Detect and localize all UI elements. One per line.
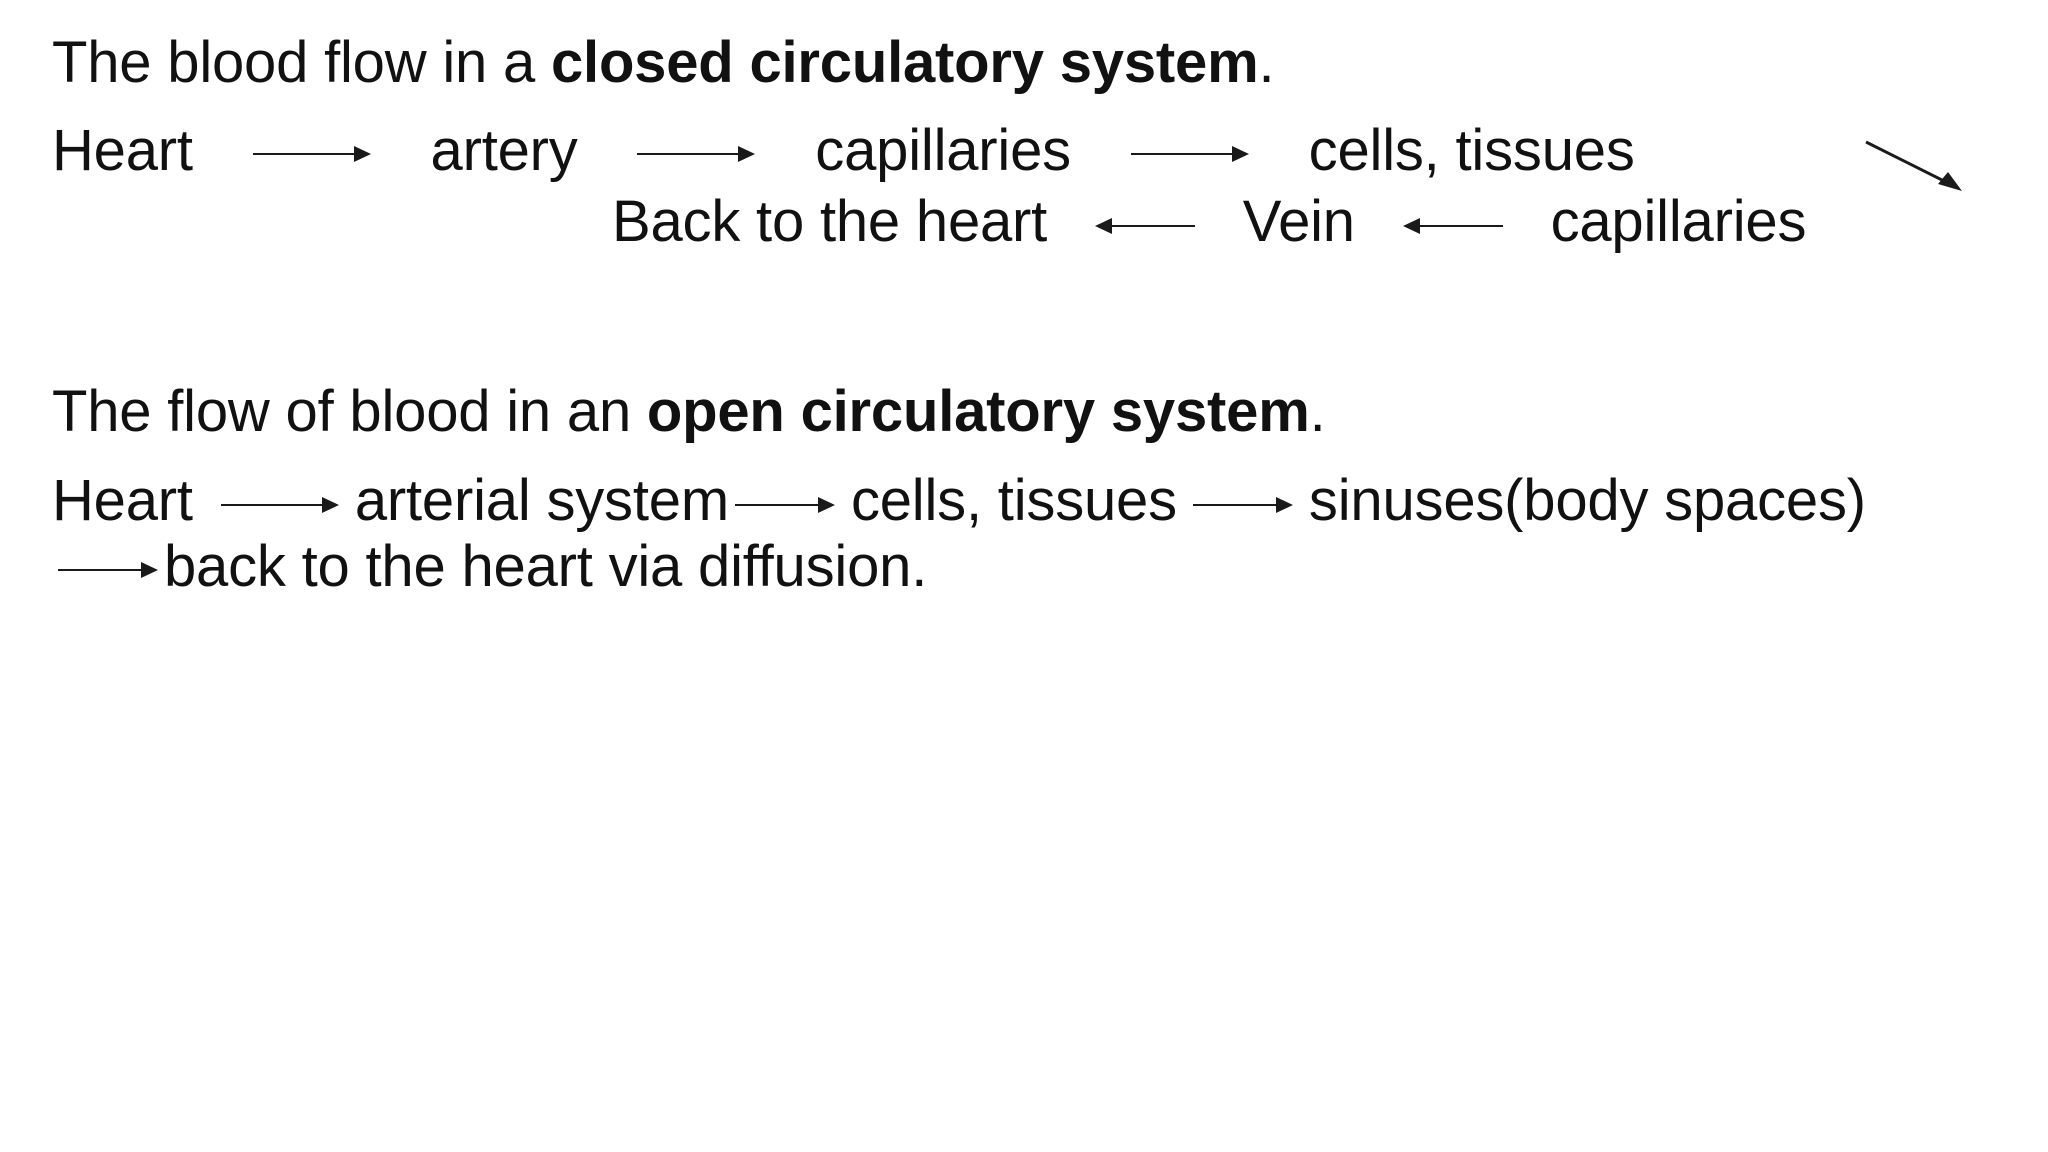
open-heading-prefix: The flow of blood in an xyxy=(52,378,647,444)
right-arrow-icon xyxy=(252,143,371,165)
open-heading-suffix: . xyxy=(1309,378,1326,444)
closed-system-heading: The blood flow in a closed circulatory s… xyxy=(52,30,1972,96)
open-system-flow-line: Heart arterial system cells, tissues sinuse… xyxy=(52,468,1932,599)
right-arrow-icon xyxy=(58,559,158,581)
flow-node-arterial-system: arterial system xyxy=(354,468,729,534)
closed-heading-prefix: The blood flow in a xyxy=(52,30,551,95)
left-arrow-icon xyxy=(1094,215,1195,237)
flow-node-capillaries: capillaries xyxy=(815,117,1071,183)
section-spacer xyxy=(52,261,1972,379)
closed-system-flow-line-1: Heart artery capillaries cells, tissues xyxy=(52,117,1972,191)
closed-heading-suffix: . xyxy=(1258,30,1275,95)
open-system-heading: The flow of blood in an open circulatory… xyxy=(52,379,1972,445)
flow-node-back-to-the-heart: Back to the heart xyxy=(612,189,1048,255)
flow-node-sinuses: sinuses(body spaces) xyxy=(1308,468,1866,534)
flow-node-vein: Vein xyxy=(1242,189,1355,255)
flow-node-heart-open: Heart xyxy=(52,468,193,534)
left-arrow-icon xyxy=(1402,215,1503,237)
right-arrow-icon xyxy=(1130,143,1249,165)
right-arrow-icon xyxy=(637,143,756,165)
closed-heading-bold: closed circulatory system xyxy=(550,30,1259,95)
slide-content: The blood flow in a closed circulatory s… xyxy=(52,30,1972,599)
flow-node-artery: artery xyxy=(430,117,578,183)
flow-node-cells-tissues: cells, tissues xyxy=(1308,117,1635,183)
flow-node-heart: Heart xyxy=(52,117,193,183)
flow-node-cells-tissues-open: cells, tissues xyxy=(850,468,1177,534)
open-heading-bold: open circulatory system xyxy=(646,378,1310,444)
right-arrow-icon xyxy=(220,494,339,516)
right-arrow-icon xyxy=(734,494,835,516)
right-arrow-icon xyxy=(1192,494,1293,516)
flow-node-capillaries-return: capillaries xyxy=(1550,189,1807,255)
closed-system-flow-line-2: Back to the heart Vein capillaries xyxy=(52,189,1972,255)
flow-node-back-to-heart-diffusion: back to the heart via diffusion. xyxy=(164,533,928,599)
